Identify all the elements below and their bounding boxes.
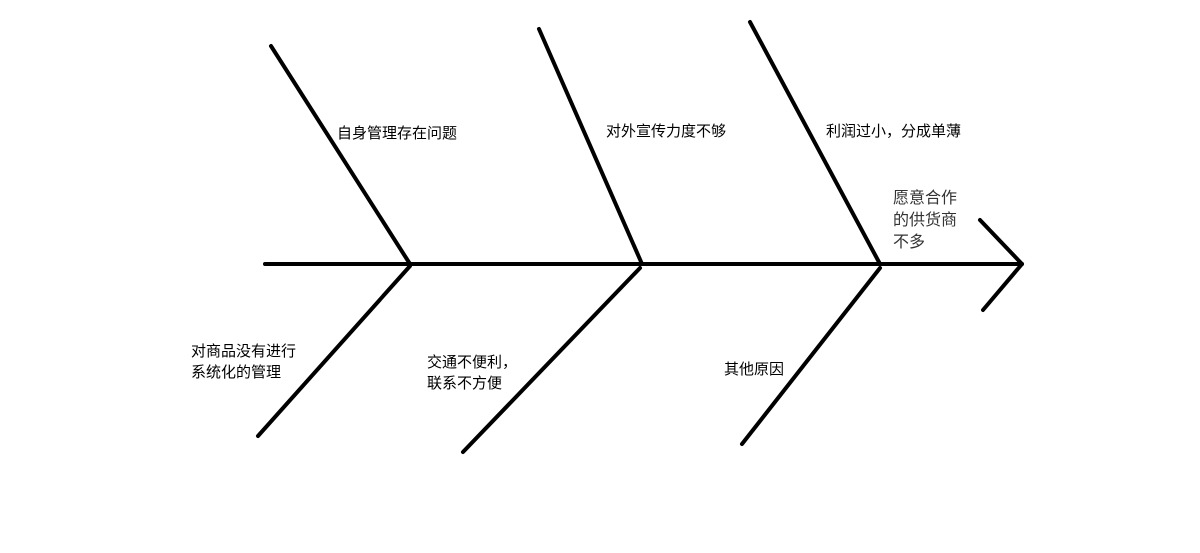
top-bone-2	[537, 27, 644, 266]
effect-label: 愿意合作 的供货商 不多	[893, 187, 957, 253]
cause-label-top-2: 对外宣传力度不够	[606, 122, 727, 140]
top-bone-3	[748, 20, 882, 266]
bottom-bone-2	[461, 266, 642, 454]
bottom-bone-1	[256, 264, 412, 438]
cause-label-bottom-1: 对商品没有进行 系统化的管理	[191, 341, 296, 383]
cause-label-top-3: 利润过小，分成单薄	[826, 122, 962, 140]
cause-label-bottom-1-line-2: 系统化的管理	[191, 363, 282, 381]
effect-label-line-3: 不多	[893, 232, 926, 251]
cause-label-top-1: 自身管理存在问题	[337, 124, 458, 142]
effect-label-line-1: 愿意合作	[893, 188, 958, 207]
cause-label-bottom-2: 交通不便利， 联系不方便	[427, 352, 517, 394]
fishbone-arrowhead	[978, 218, 1024, 312]
cause-label-bottom-3: 其他原因	[724, 360, 785, 378]
cause-label-bottom-2-line-1: 交通不便利，	[427, 353, 518, 371]
cause-label-bottom-1-line-1: 对商品没有进行	[191, 342, 297, 360]
bottom-bone-3	[740, 266, 882, 446]
top-bone-1	[269, 44, 412, 266]
cause-label-bottom-2-line-2: 联系不方便	[427, 374, 503, 392]
effect-label-line-2: 的供货商	[893, 210, 958, 229]
